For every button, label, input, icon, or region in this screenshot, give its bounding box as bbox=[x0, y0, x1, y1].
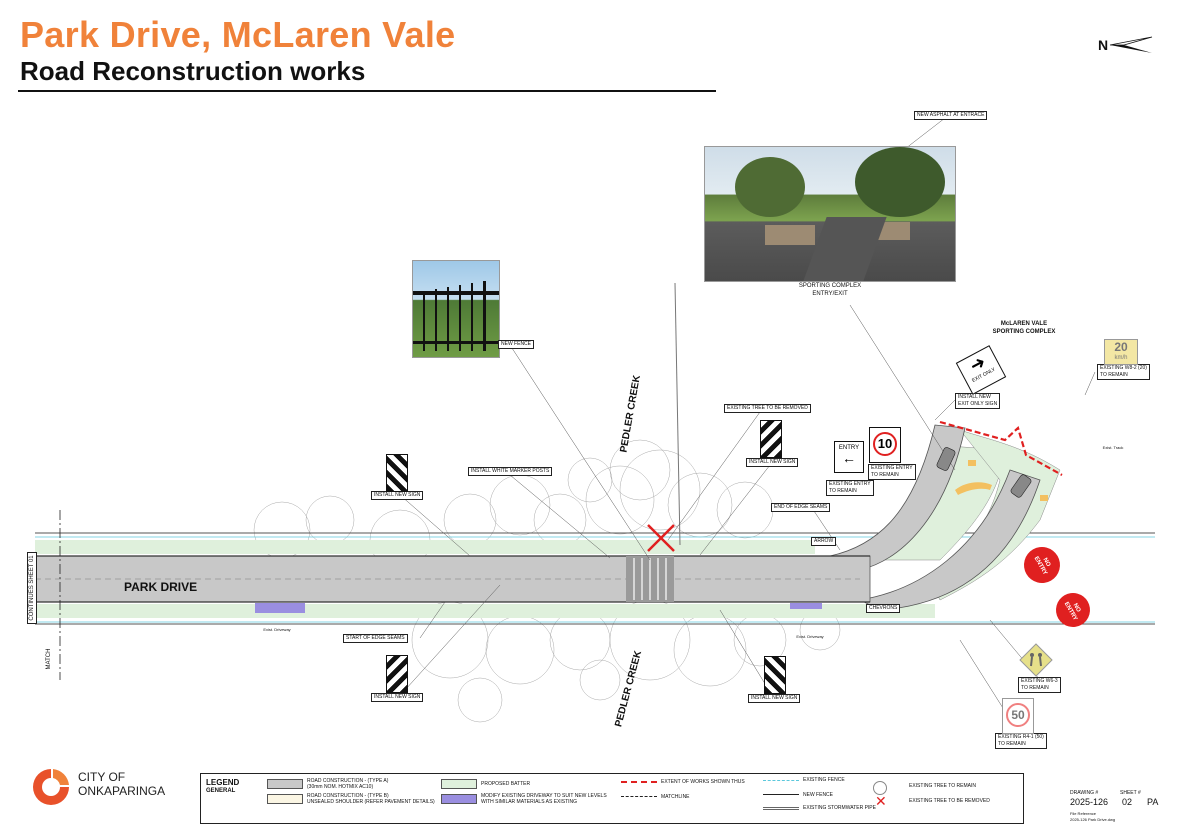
drawing-number: 2025-126 bbox=[1070, 797, 1109, 807]
logo-line2: ONKAPARINGA bbox=[78, 784, 166, 798]
callout-new-asphalt: NEW ASPHALT AT ENTRACE bbox=[914, 111, 988, 120]
legend-item-type-b: ROAD CONSTRUCTION - (TYPE B) UNSEALED SH… bbox=[307, 793, 435, 805]
road-name-label: PARK DRIVE bbox=[124, 580, 198, 594]
speed-20-sign: 20 km/h bbox=[1104, 339, 1138, 365]
page-subtitle: Road Reconstruction works bbox=[20, 56, 366, 86]
legend-swatch-stormwater bbox=[763, 807, 799, 810]
speed-50-value: 50 bbox=[1006, 703, 1030, 727]
callout-w6-3: EXISTING W6-3 TO REMAIN bbox=[1018, 677, 1061, 693]
callout-install-sign-4: INSTALL NEW SIGN bbox=[748, 694, 801, 703]
legend-item-batter: PROPOSED BATTER bbox=[481, 781, 531, 787]
speed-10-value: 10 bbox=[873, 432, 897, 456]
legend-subtitle: GENERAL bbox=[206, 788, 236, 794]
callout-exit-only: INSTALL NEW EXIT ONLY SIGN bbox=[955, 393, 1001, 409]
children-crossing-sign-icon bbox=[1019, 643, 1053, 677]
title-rule bbox=[18, 90, 716, 92]
tree-removed-icon bbox=[647, 524, 675, 552]
callout-start-edge-seams: START OF EDGE SEAMS bbox=[343, 634, 408, 643]
speed-20-value: 20 bbox=[1114, 340, 1128, 354]
logo-line1: CITY OF bbox=[78, 770, 126, 784]
callout-w8-2: EXISTING W8-2 (20) TO REMAIN bbox=[1097, 364, 1150, 380]
onkaparinga-logo-icon bbox=[33, 769, 69, 805]
callout-existing-entry-1: EXISTING ENTRY TO REMAIN bbox=[868, 464, 916, 480]
legend-item-tree-remain: EXISTING TREE TO REMAIN bbox=[909, 783, 976, 789]
exist-driveway-label-1: Exist. Driveway bbox=[263, 627, 291, 632]
file-name: 2025-126 Park Drive.dwg bbox=[1070, 817, 1116, 822]
entry-sign-label: ENTRY bbox=[838, 445, 860, 451]
hazard-marker-sign-2 bbox=[760, 420, 782, 458]
page-title: Park Drive, McLaren Vale bbox=[20, 14, 456, 55]
drawing-label: DRAWING # bbox=[1070, 790, 1099, 796]
logo-text: CITY OF ONKAPARINGA bbox=[78, 770, 165, 798]
legend-item-stormwater: EXISTING STORMWATER PIPE bbox=[803, 805, 876, 811]
legend-item-extent: EXTENT OF WORKS SHOWN THUS bbox=[661, 779, 745, 785]
callout-r4-1: EXISTING R4-1 (50) TO REMAIN bbox=[995, 733, 1047, 749]
speed-10-sign: 10 bbox=[869, 427, 901, 463]
fence-photo bbox=[412, 260, 500, 358]
callout-new-fence: NEW FENCE bbox=[498, 340, 534, 349]
callout-install-sign-1: INSTALL NEW SIGN bbox=[371, 491, 424, 500]
legend-swatch-existing-fence bbox=[763, 780, 799, 781]
callout-install-sign-3: INSTALL NEW SIGN bbox=[371, 693, 424, 702]
legend-swatch-type-a bbox=[267, 779, 303, 789]
legend-swatch-matchline bbox=[621, 796, 657, 797]
legend-item-existing-fence: EXISTING FENCE bbox=[803, 777, 845, 783]
speed-50-sign: 50 bbox=[1002, 698, 1034, 734]
file-label: File Reference bbox=[1070, 811, 1097, 816]
legend-swatch-driveway bbox=[441, 794, 477, 804]
legend-swatch-type-b bbox=[267, 794, 303, 804]
complex-label-2: SPORTING COMPLEX bbox=[992, 329, 1056, 335]
tree-canopies bbox=[253, 439, 841, 723]
hazard-marker-sign-1 bbox=[386, 454, 408, 492]
revision: PA bbox=[1147, 797, 1159, 807]
left-arrow-icon: ← bbox=[842, 450, 856, 466]
sheet-label: SHEET # bbox=[1120, 790, 1141, 796]
legend-item-type-a: ROAD CONSTRUCTION - (TYPE A) (30mm NOM. … bbox=[307, 778, 389, 790]
exist-driveway-label-2: Exist. Driveway bbox=[796, 634, 824, 639]
entry-sign: ENTRY ← bbox=[834, 441, 864, 473]
legend-title: LEGEND bbox=[206, 778, 240, 787]
continues-sheet-label: CONTINUES SHEET 01 bbox=[27, 552, 37, 624]
callout-existing-entry-2: EXISTING ENTRY TO REMAIN bbox=[826, 480, 874, 496]
legend-swatch-batter bbox=[441, 779, 477, 789]
north-arrow-icon: N bbox=[1098, 36, 1153, 53]
callout-arrow: ARROW bbox=[811, 537, 837, 546]
complex-label-1: McLAREN VALE bbox=[1000, 321, 1048, 327]
legend-item-tree-removed: EXISTING TREE TO BE REMOVED bbox=[909, 798, 990, 804]
tree-removed-legend-icon: ✕ bbox=[875, 793, 887, 809]
callout-end-edge-seams: END OF EDGE SEAMS bbox=[771, 503, 831, 512]
callout-tree-removed: EXISTING TREE TO BE REMOVED bbox=[724, 404, 811, 413]
legend-item-matchline: MATCHLINE bbox=[661, 794, 690, 800]
legend-swatch-new-fence bbox=[763, 794, 799, 795]
legend-item-new-fence: NEW FENCE bbox=[803, 792, 833, 798]
callout-chevrons: CHEVRONS bbox=[866, 604, 901, 613]
sheet-number: 02 bbox=[1122, 797, 1133, 807]
entry-label-2: ENTRY/EXIT bbox=[812, 291, 848, 297]
entry-label-1: SPORTING COMPLEX bbox=[798, 283, 862, 289]
exist-track-label: Exist. Track bbox=[1102, 445, 1124, 450]
legend: LEGEND GENERAL ROAD CONSTRUCTION - (TYPE… bbox=[200, 773, 1024, 824]
hazard-marker-sign-3 bbox=[386, 655, 408, 693]
callout-install-sign-2: INSTALL NEW SIGN bbox=[746, 458, 799, 467]
entrance-photo bbox=[704, 146, 956, 282]
legend-swatch-extent bbox=[621, 781, 657, 783]
tree-remain-icon bbox=[873, 781, 887, 795]
hazard-marker-sign-4 bbox=[764, 656, 786, 694]
legend-item-driveway: MODIFY EXISTING DRIVEWAY TO SUIT NEW LEV… bbox=[481, 793, 607, 805]
north-label: N bbox=[1098, 37, 1108, 53]
callout-white-marker: INSTALL WHITE MARKER POSTS bbox=[468, 467, 553, 476]
match-label: MATCH bbox=[46, 648, 52, 670]
speed-20-unit: km/h bbox=[1114, 355, 1128, 361]
